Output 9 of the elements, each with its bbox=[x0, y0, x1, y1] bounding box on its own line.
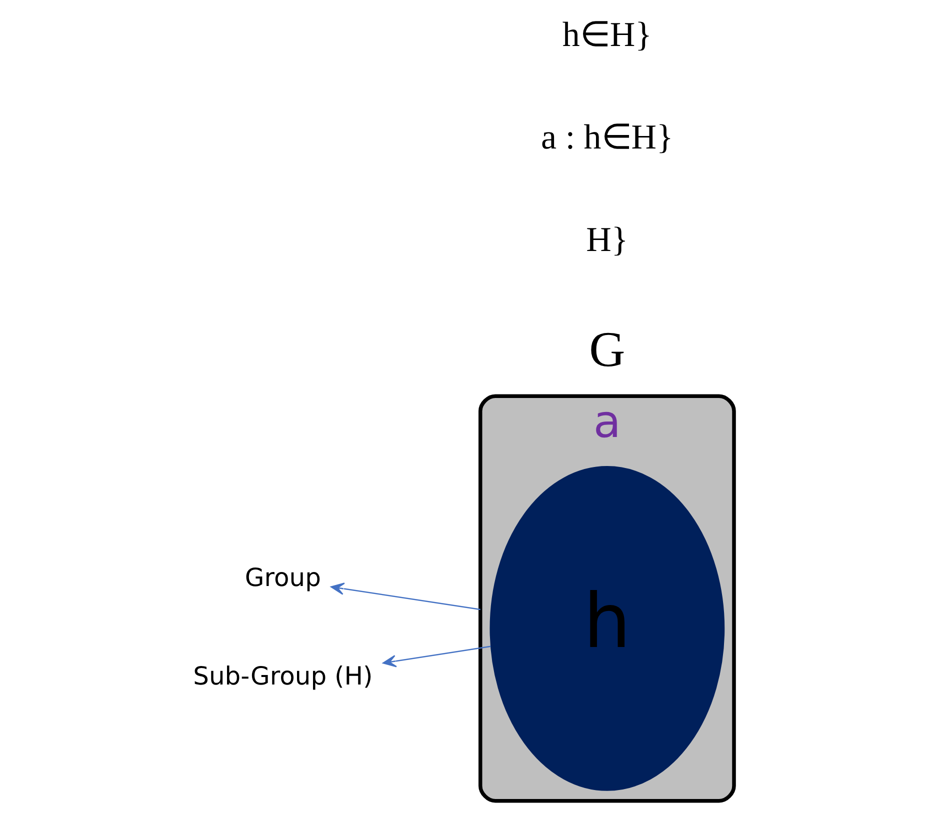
node-label: G bbox=[588, 321, 625, 378]
arrow bbox=[330, 582, 480, 610]
label: H} bbox=[586, 220, 628, 260]
node-text: Sub-Group (H) bbox=[192, 662, 372, 691]
label: a : h∈H} bbox=[540, 118, 673, 157]
node-text: Group bbox=[244, 562, 320, 592]
arrow bbox=[382, 646, 490, 668]
node-ellipse: h bbox=[489, 466, 724, 791]
label: h∈H} bbox=[562, 15, 652, 54]
